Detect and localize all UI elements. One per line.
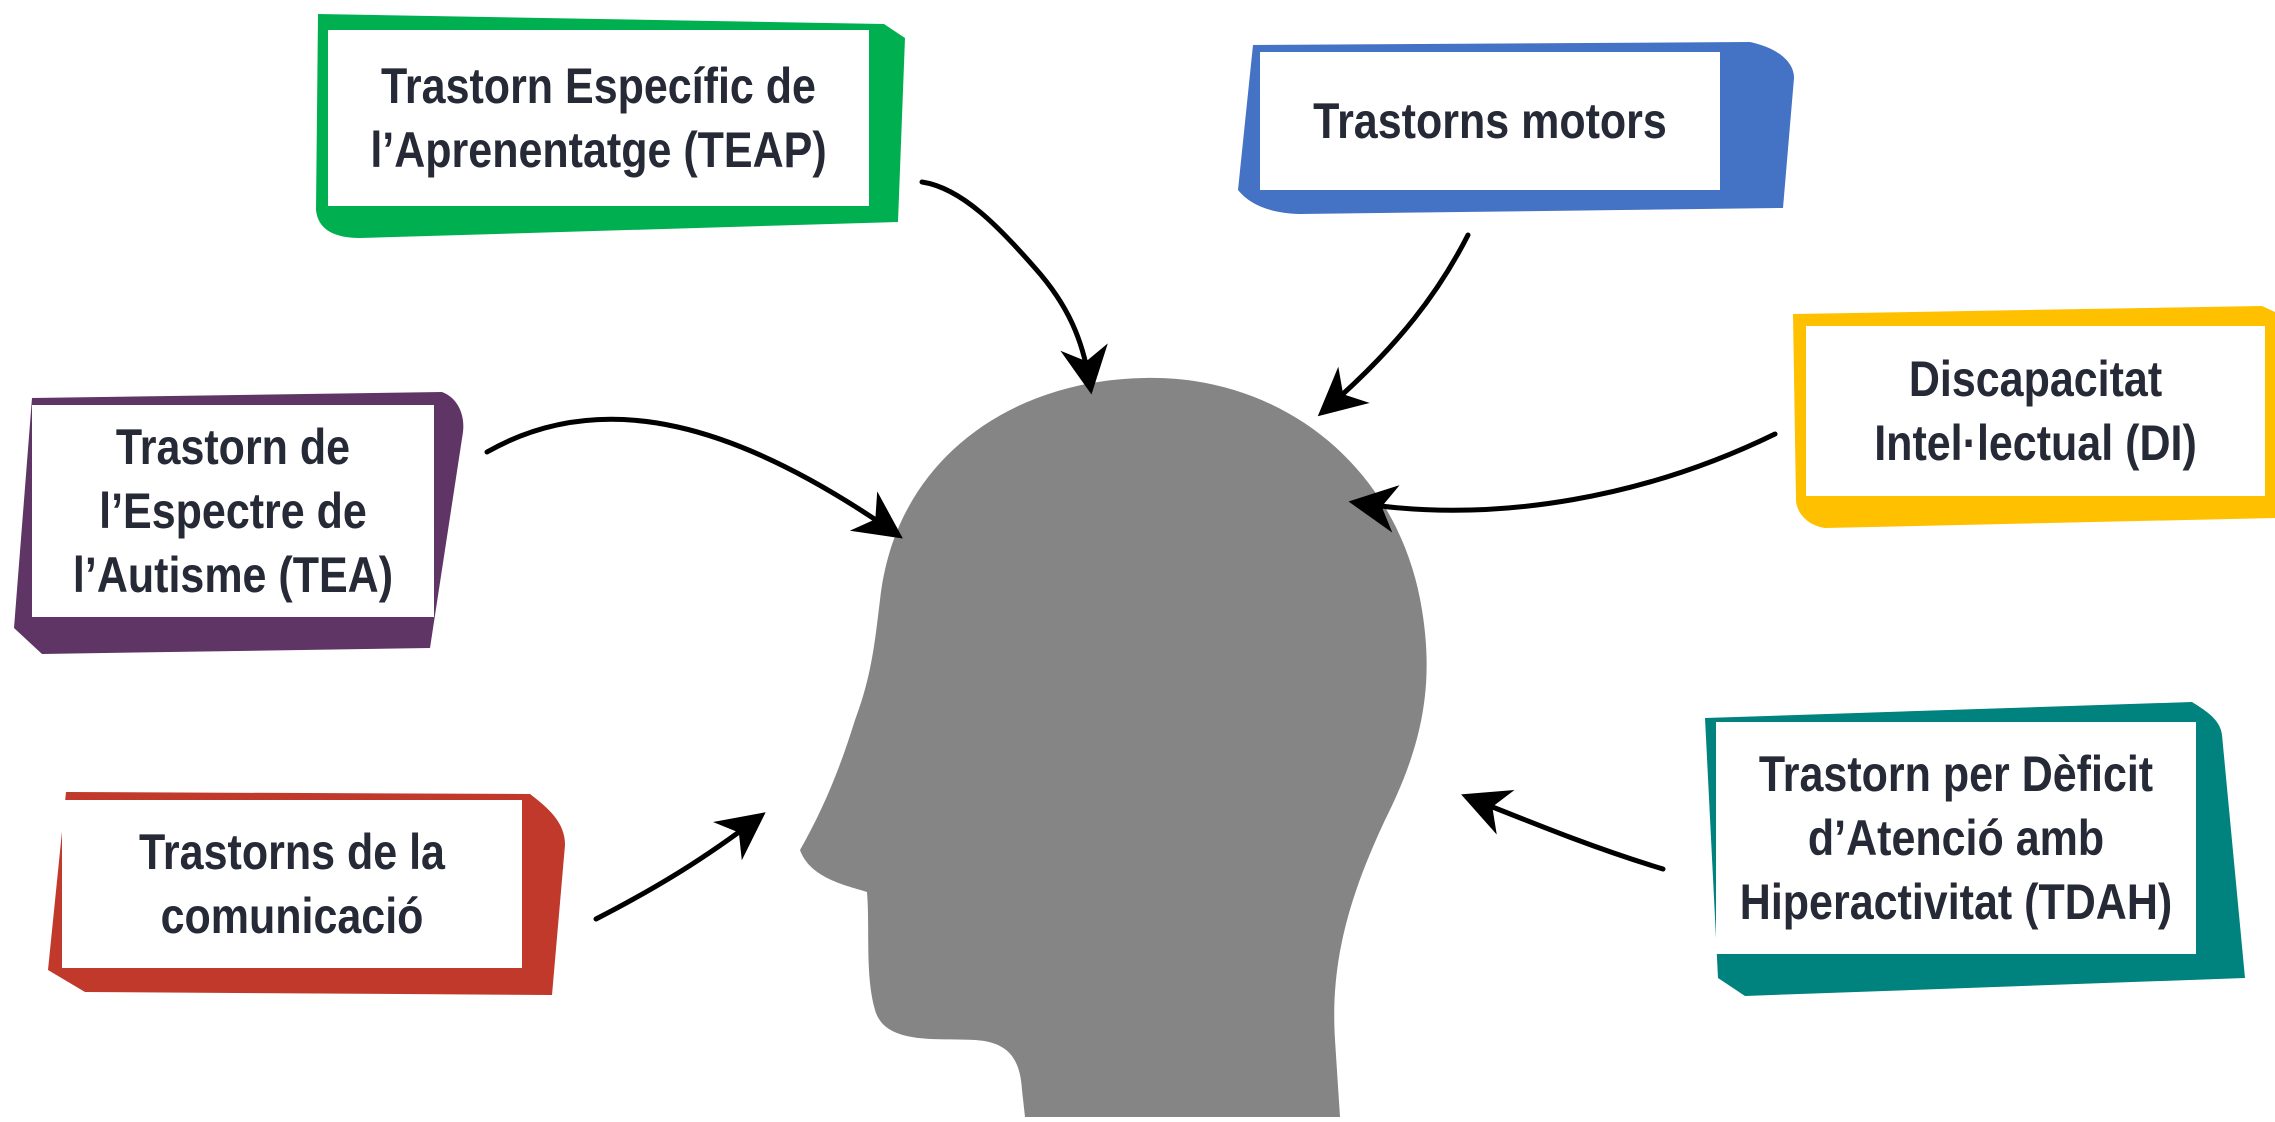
box-tdah-label-line: Hiperactivitat (TDAH) — [1739, 874, 2173, 930]
box-teap-label-line: l’Aprenentatge (TEAP) — [370, 122, 827, 178]
box-tea-label-line: l’Autisme (TEA) — [72, 547, 394, 603]
arrow-teap — [919, 179, 1108, 395]
box-tdah-inner — [1716, 722, 2196, 954]
box-comunicacio-label-line: Trastorns de la — [139, 824, 445, 880]
box-tea-label-line: l’Espectre de — [99, 483, 367, 539]
box-tdah — [1705, 702, 2245, 996]
box-di-inner — [1806, 326, 2265, 496]
box-tea-label-line: Trastorn de — [115, 419, 351, 475]
arrow-tdah — [1461, 789, 1666, 872]
box-tea — [14, 392, 464, 654]
arrow-tea — [484, 416, 903, 539]
box-tea-label: Trastorn de l’Espectre de l’Autisme (TEA… — [60, 405, 406, 617]
head-silhouette — [800, 377, 1427, 1118]
arrow-motors — [1317, 232, 1471, 417]
arrow-comunicacio — [593, 812, 766, 922]
box-tea-inner — [32, 405, 434, 617]
box-motors-label-line: Trastorns motors — [1313, 93, 1667, 149]
box-teap-inner — [328, 30, 869, 206]
box-tdah-label-line: Trastorn per Dèficit — [1758, 746, 2154, 802]
box-comunicacio-label: Trastorns de la comunicació — [94, 800, 490, 968]
box-comunicacio-label-line: comunicació — [160, 888, 424, 944]
box-teap-label-line: Trastorn Específic de — [381, 58, 816, 114]
box-motors-inner — [1260, 52, 1720, 190]
box-motors — [1238, 42, 1794, 214]
arrow-di — [1348, 431, 1778, 533]
box-di-label-line: Intel·lectual (DI) — [1874, 415, 2197, 471]
box-di — [1793, 306, 2275, 528]
box-di-label: Discapacitat Intel·lectual (DI) — [1838, 326, 2233, 496]
box-comunicacio-inner — [62, 800, 522, 968]
box-motors-label: Trastorns motors — [1292, 52, 1688, 190]
box-comunicacio — [48, 792, 565, 995]
box-tdah-label-line: d’Atenció amb — [1807, 810, 2105, 866]
box-teap — [316, 14, 905, 238]
box-teap-label: Trastorn Específic de l’Aprenentatge (TE… — [366, 30, 831, 206]
box-tdah-label: Trastorn per Dèficit d’Atenció amb Hiper… — [1740, 722, 2172, 954]
box-di-label-line: Discapacitat — [1908, 351, 2163, 407]
